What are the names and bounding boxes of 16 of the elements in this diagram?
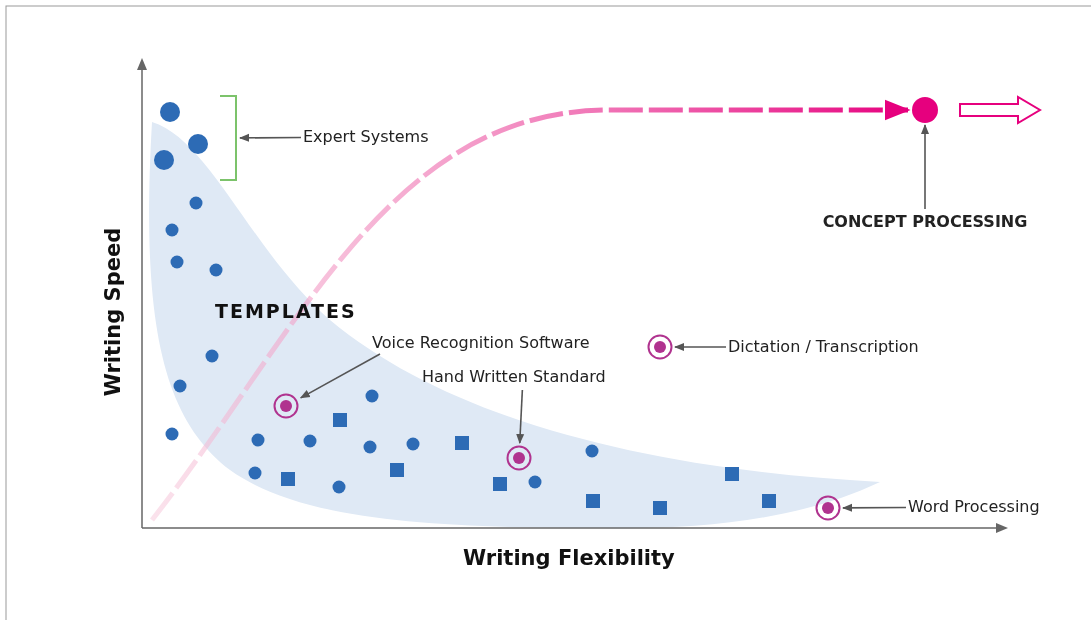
arrow bbox=[674, 343, 727, 351]
arrow bbox=[921, 124, 929, 210]
arrow bbox=[239, 133, 302, 142]
arrow bbox=[299, 353, 381, 399]
callout-text: Voice Recognition Software bbox=[372, 332, 612, 354]
axis-title: Writing Speed bbox=[101, 226, 125, 399]
region-label: TEMPLATES bbox=[215, 300, 357, 322]
callout-text: Dictation / Transcription bbox=[728, 336, 940, 358]
callout-text: Expert Systems bbox=[303, 126, 443, 148]
callout-text: CONCEPT PROCESSING bbox=[818, 211, 1032, 233]
callout-text: Hand Written Standard bbox=[422, 366, 624, 388]
arrow bbox=[516, 389, 525, 444]
arrow bbox=[959, 95, 1042, 125]
callout-text: Word Processing bbox=[908, 496, 1056, 518]
axis-title: Writing Flexibility bbox=[463, 546, 675, 570]
arrow bbox=[842, 503, 907, 512]
